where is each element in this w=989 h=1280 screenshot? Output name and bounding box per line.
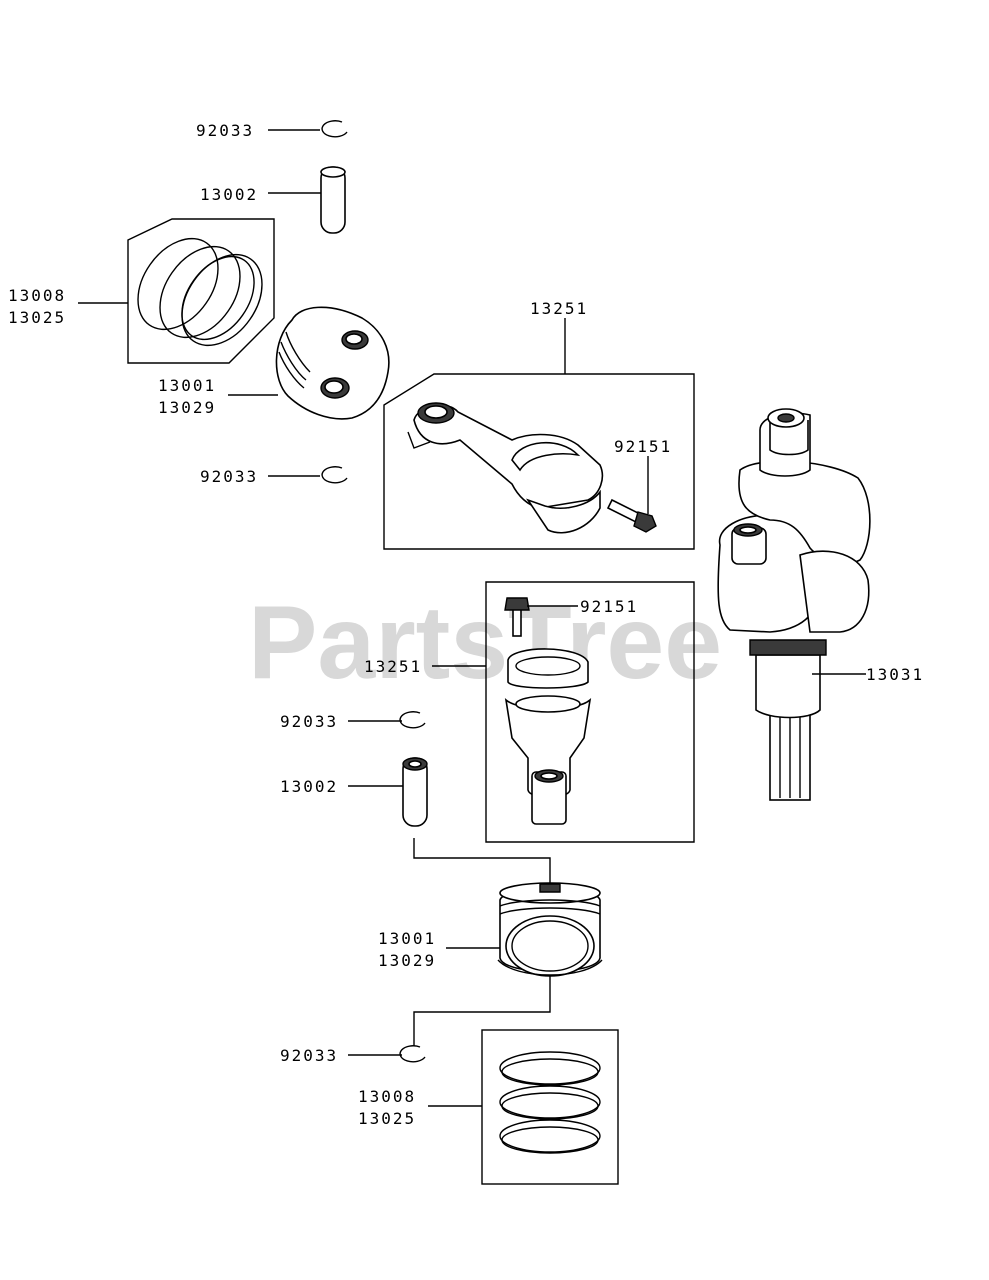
- part-number-13029[interactable]: 13029: [158, 398, 216, 417]
- watermark: PartsTree: [248, 585, 722, 701]
- piston-pin-clip-top[interactable]: [321, 120, 348, 138]
- piston-pin-clip-lower[interactable]: [399, 711, 426, 729]
- connecting-rod-top[interactable]: [407, 402, 604, 534]
- part-number-13002[interactable]: 13002: [200, 185, 258, 204]
- part-number-13008[interactable]: 13008: [8, 286, 66, 305]
- part-number-92033[interactable]: 92033: [280, 712, 338, 731]
- part-number-13031[interactable]: 13031: [866, 665, 924, 684]
- ring-set-box-top: [127, 218, 275, 364]
- part-number-13025[interactable]: 13025: [358, 1109, 416, 1128]
- part-number-13251[interactable]: 13251: [530, 299, 588, 318]
- part-number-13029[interactable]: 13029: [378, 951, 436, 970]
- ring-set-box-bottom: [481, 1029, 619, 1185]
- assembly-line: [413, 966, 551, 1046]
- part-number-13025[interactable]: 13025: [8, 308, 66, 327]
- conrod-box-top: [383, 373, 695, 550]
- piston-pin-top[interactable]: [320, 166, 346, 234]
- conrod-bolt-bottom[interactable]: [504, 597, 530, 637]
- part-number-13008[interactable]: 13008: [358, 1087, 416, 1106]
- piston-top[interactable]: [275, 306, 390, 420]
- assembly-line: [413, 838, 551, 886]
- crankshaft[interactable]: [717, 408, 871, 801]
- piston-pin-bottom[interactable]: [402, 757, 428, 827]
- part-number-13001[interactable]: 13001: [158, 376, 216, 395]
- part-number-92151[interactable]: 92151: [614, 437, 672, 456]
- connecting-rod-bottom[interactable]: [504, 648, 592, 825]
- part-number-13251[interactable]: 13251: [364, 657, 422, 676]
- part-number-92151[interactable]: 92151: [580, 597, 638, 616]
- piston-bottom[interactable]: [497, 882, 603, 977]
- conrod-box-bottom: [485, 581, 695, 843]
- piston-pin-clip-bottom[interactable]: [399, 1045, 426, 1063]
- piston-pin-clip-mid[interactable]: [321, 466, 348, 484]
- part-number-13002[interactable]: 13002: [280, 777, 338, 796]
- conrod-bolt-top[interactable]: [606, 498, 657, 533]
- piston-ring-set-bottom[interactable]: [499, 1051, 601, 1154]
- part-number-13001[interactable]: 13001: [378, 929, 436, 948]
- piston-ring-set-top[interactable]: [121, 224, 278, 361]
- part-number-92033[interactable]: 92033: [280, 1046, 338, 1065]
- part-number-92033[interactable]: 92033: [196, 121, 254, 140]
- part-number-92033[interactable]: 92033: [200, 467, 258, 486]
